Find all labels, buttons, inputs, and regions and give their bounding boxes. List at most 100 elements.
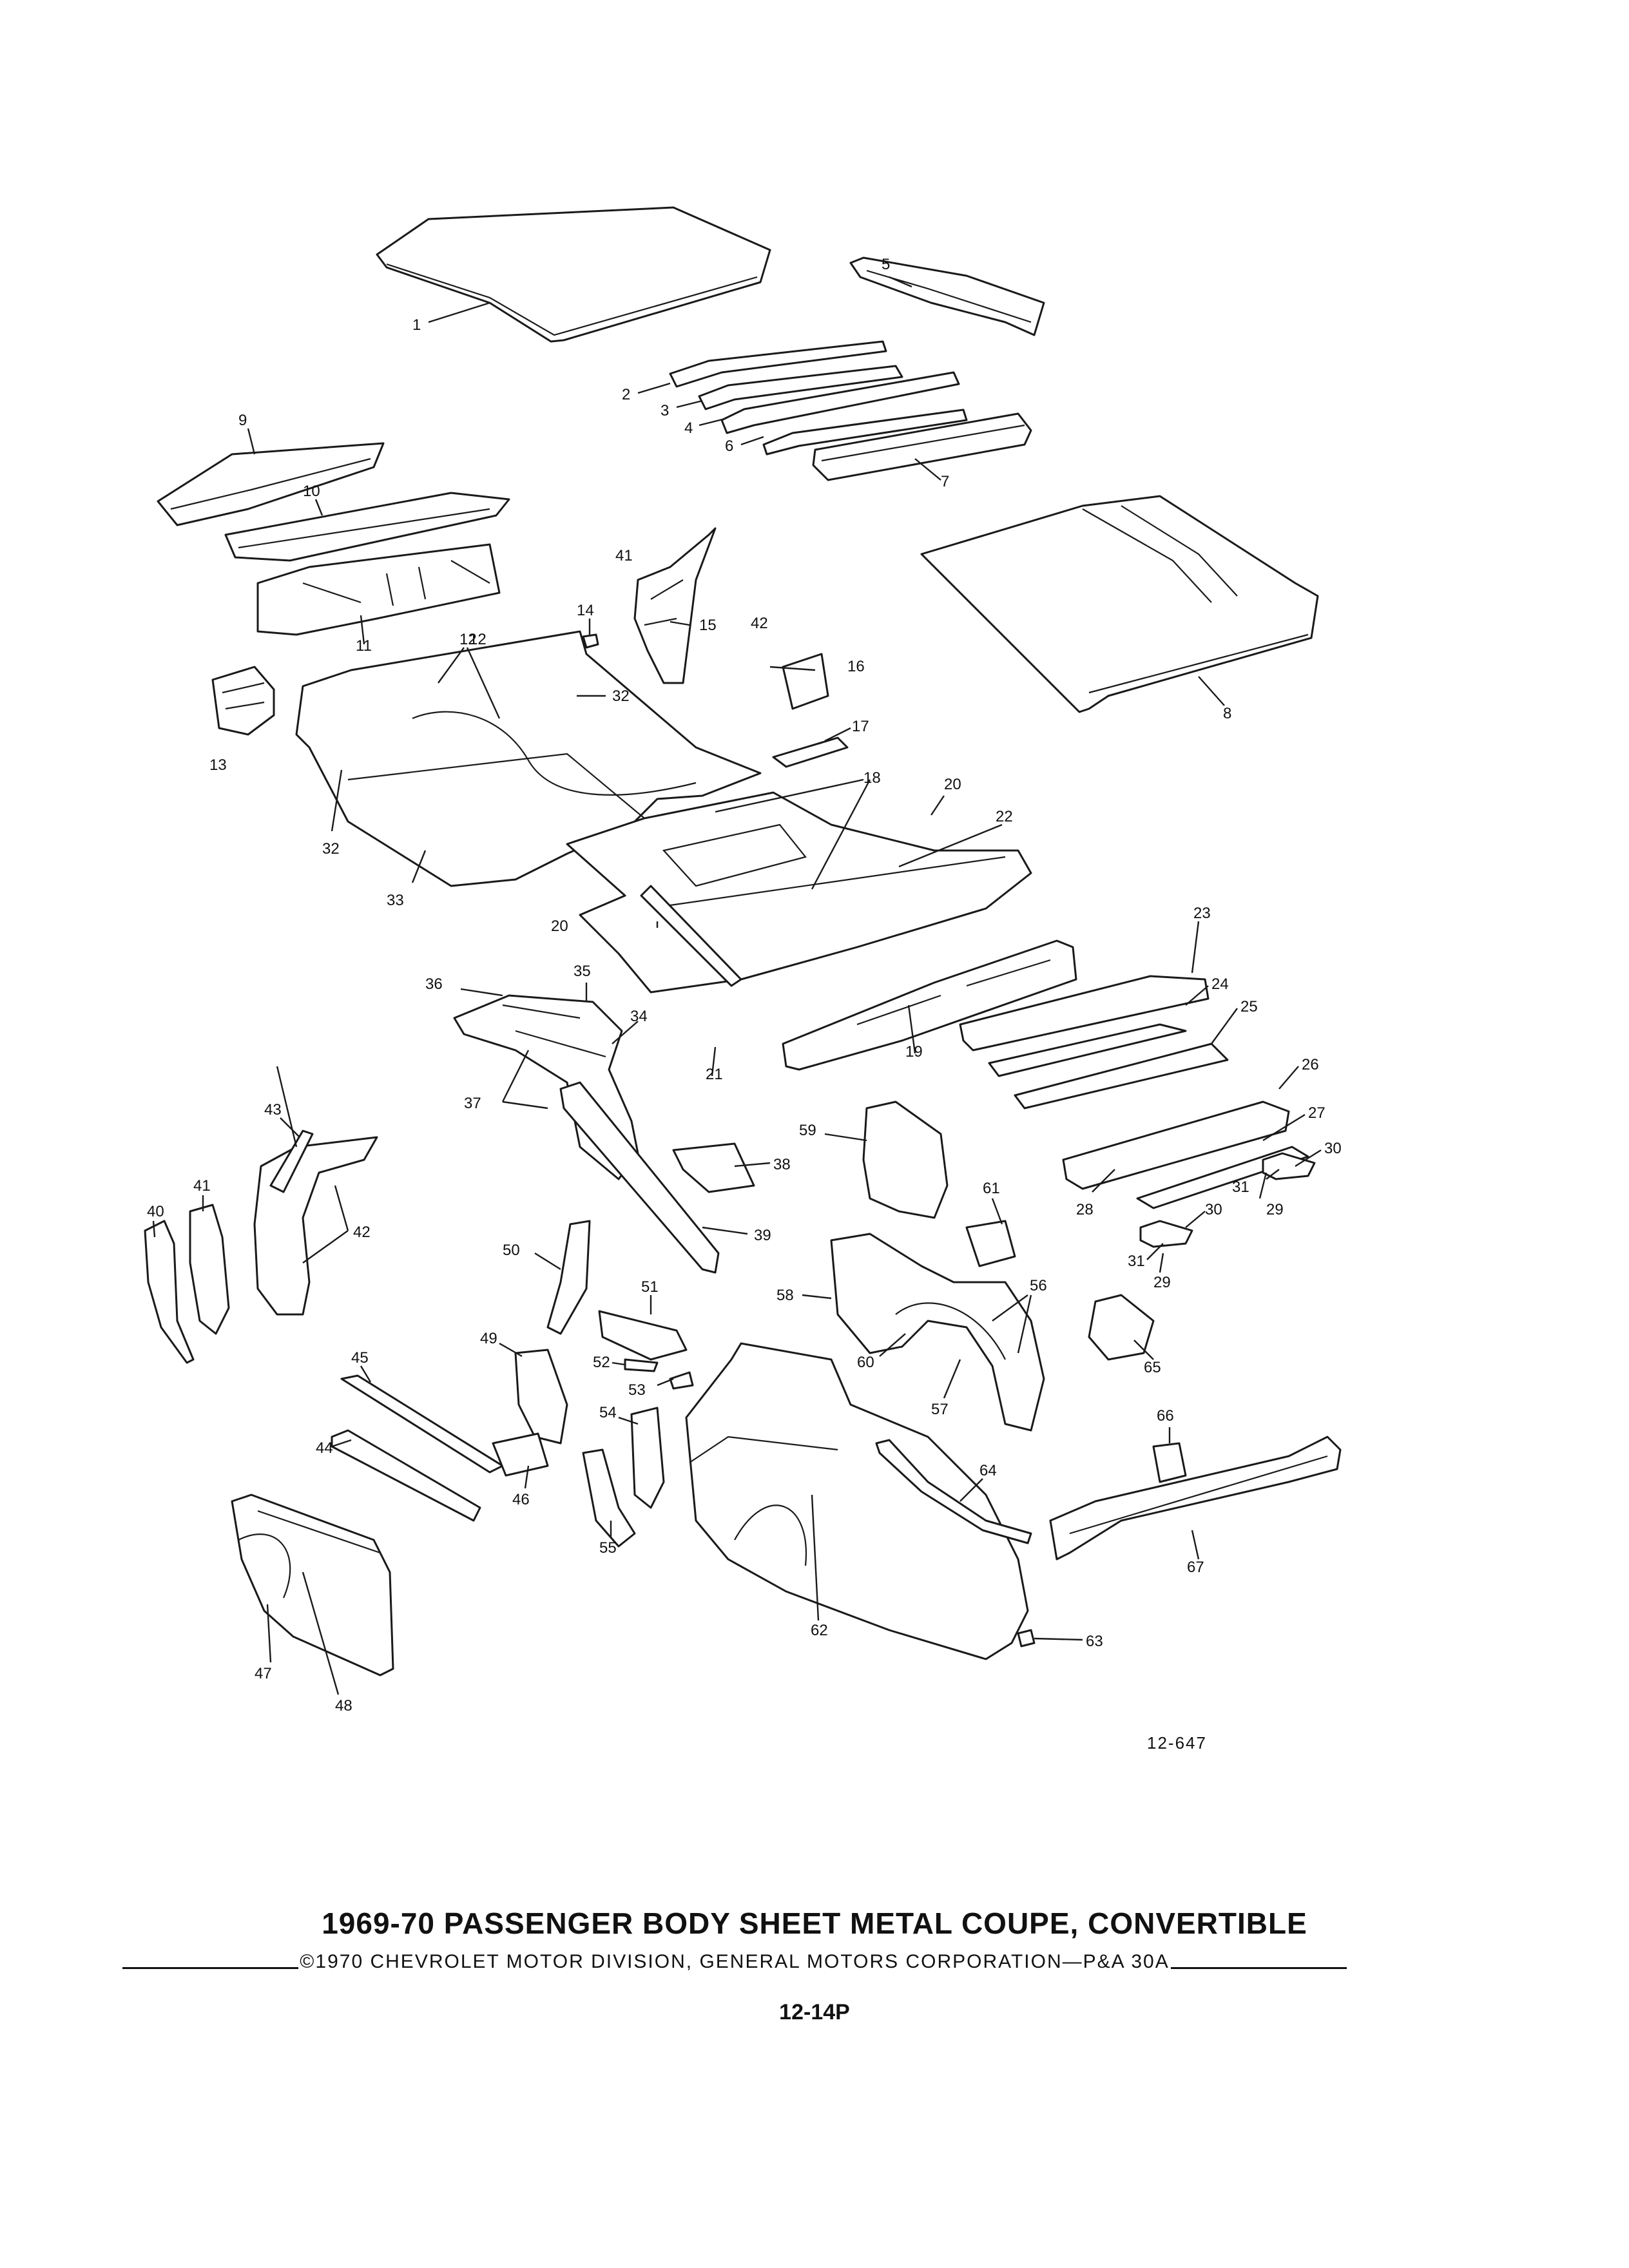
callout-label: 8: [1223, 705, 1231, 722]
part-door-sills: [331, 1374, 504, 1522]
callout-label: 7: [941, 473, 949, 490]
part-support-bracket: [672, 1142, 755, 1193]
callout-label: 62: [811, 1622, 828, 1639]
callout-label: 9: [238, 412, 247, 429]
callout-label: 56: [1030, 1277, 1047, 1294]
callout-label: 45: [351, 1349, 369, 1367]
part-kick-panel: [211, 666, 275, 736]
callout-label: 50: [503, 1242, 520, 1259]
part-lock-pillar-reinforcements: [598, 1310, 694, 1390]
callout-label: 41: [193, 1177, 211, 1195]
part-cowl-panel: [224, 492, 510, 562]
part-reinforcement: [772, 736, 849, 768]
callout-label: 15: [699, 617, 717, 634]
callout-label: 31: [1128, 1253, 1145, 1270]
part-rear-floor-pan: [566, 791, 1032, 994]
callout-labels: 1 2 3 4 5 6 7 8 9 10 11 12 12 13 14 15 1…: [147, 256, 1342, 1715]
part-floor-pan: [295, 630, 762, 887]
callout-label: 64: [979, 1462, 997, 1479]
callout-label: 20: [944, 776, 961, 793]
callout-label: 13: [209, 756, 227, 774]
callout-label: 42: [353, 1224, 371, 1241]
callout-label: 25: [1240, 998, 1258, 1015]
part-hood: [920, 495, 1319, 713]
callout-label: 29: [1266, 1201, 1284, 1218]
part-rear-roof-rail: [812, 412, 1032, 481]
part-quarter-extension: [875, 1439, 1032, 1544]
figure-reference-number: 12-647: [1147, 1733, 1207, 1753]
callout-label: 40: [147, 1203, 164, 1220]
part-quarter-outer-panel: [685, 1342, 1029, 1660]
callout-label: 59: [799, 1122, 816, 1139]
callout-label: 6: [725, 437, 733, 455]
callout-label: 16: [847, 658, 865, 675]
right-rule: [1170, 1967, 1347, 1969]
callout-label: 52: [593, 1354, 610, 1371]
callout-label: 30: [1324, 1140, 1342, 1157]
part-rear-crossmember: [782, 939, 1077, 1071]
callout-label: 12: [459, 631, 477, 648]
callout-label: 17: [852, 718, 869, 735]
callout-label: 29: [1153, 1274, 1171, 1291]
callout-label: 42: [751, 615, 768, 632]
callout-label: 36: [425, 975, 443, 993]
callout-label: 63: [1086, 1633, 1103, 1650]
callout-label: 41: [615, 547, 633, 564]
callout-label: 65: [1144, 1359, 1161, 1376]
callout-label: 67: [1187, 1559, 1204, 1576]
callout-label: 60: [857, 1354, 874, 1371]
callout-label: 5: [882, 256, 890, 273]
leader-lines: [152, 276, 1322, 1695]
part-door-outer-panel: [231, 1494, 394, 1677]
part-rear-bracket: [1152, 1442, 1187, 1483]
part-quarter-inner-upper: [862, 1100, 949, 1219]
callout-label: 49: [480, 1330, 497, 1347]
callout-label: 39: [754, 1227, 771, 1244]
part-clip: [582, 633, 599, 649]
callout-label: 23: [1193, 905, 1211, 922]
callout-label: 14: [577, 602, 594, 619]
callout-label: 66: [1157, 1407, 1174, 1425]
callout-label: 61: [983, 1180, 1000, 1197]
callout-label: 30: [1205, 1201, 1222, 1218]
part-windshield-frame-upper: [157, 442, 385, 526]
callout-label: 53: [628, 1381, 646, 1399]
callout-label: 1: [412, 316, 421, 334]
callout-label: 35: [574, 963, 591, 980]
part-bumper-bracket: [965, 1220, 1016, 1267]
callout-label: 11: [356, 637, 372, 655]
callout-label: 21: [706, 1066, 723, 1083]
callout-label: 33: [387, 892, 404, 909]
callout-label: 20: [551, 918, 568, 935]
callout-label: 54: [599, 1404, 617, 1421]
callout-label: 24: [1211, 975, 1229, 993]
part-roof-panel: [376, 206, 771, 343]
part-dash-panel: [256, 543, 501, 636]
copyright-line: ©1970 CHEVROLET MOTOR DIVISION, GENERAL …: [122, 1951, 1347, 1973]
part-quarter-braces: [582, 1407, 665, 1548]
callout-label: 2: [622, 386, 630, 403]
part-rocker-panel: [559, 1081, 720, 1274]
part-bracket: [782, 653, 829, 710]
page-title: 1969-70 PASSENGER BODY SHEET METAL COUPE…: [322, 1907, 1307, 1940]
callout-label: 26: [1302, 1056, 1319, 1073]
callout-label: 4: [684, 419, 693, 437]
callout-label: 51: [641, 1278, 659, 1296]
callout-label: 48: [335, 1697, 352, 1715]
callout-label: 19: [905, 1043, 923, 1061]
callout-label: 55: [599, 1539, 617, 1557]
callout-label: 58: [776, 1287, 794, 1304]
part-quarter-clip: [1017, 1629, 1036, 1648]
callout-label: 43: [264, 1101, 282, 1119]
callout-label: 47: [255, 1665, 272, 1682]
callout-label: 32: [612, 687, 630, 705]
part-lock-pillar: [546, 1220, 591, 1335]
copyright-text: ©1970 CHEVROLET MOTOR DIVISION, GENERAL …: [300, 1951, 1170, 1972]
part-roof-rails: [669, 340, 968, 456]
callout-label: 32: [322, 840, 340, 858]
callout-label: 3: [660, 402, 669, 419]
callout-label: 27: [1308, 1104, 1325, 1122]
part-hinge-pillar: [492, 1349, 568, 1477]
callout-label: 37: [464, 1095, 481, 1112]
